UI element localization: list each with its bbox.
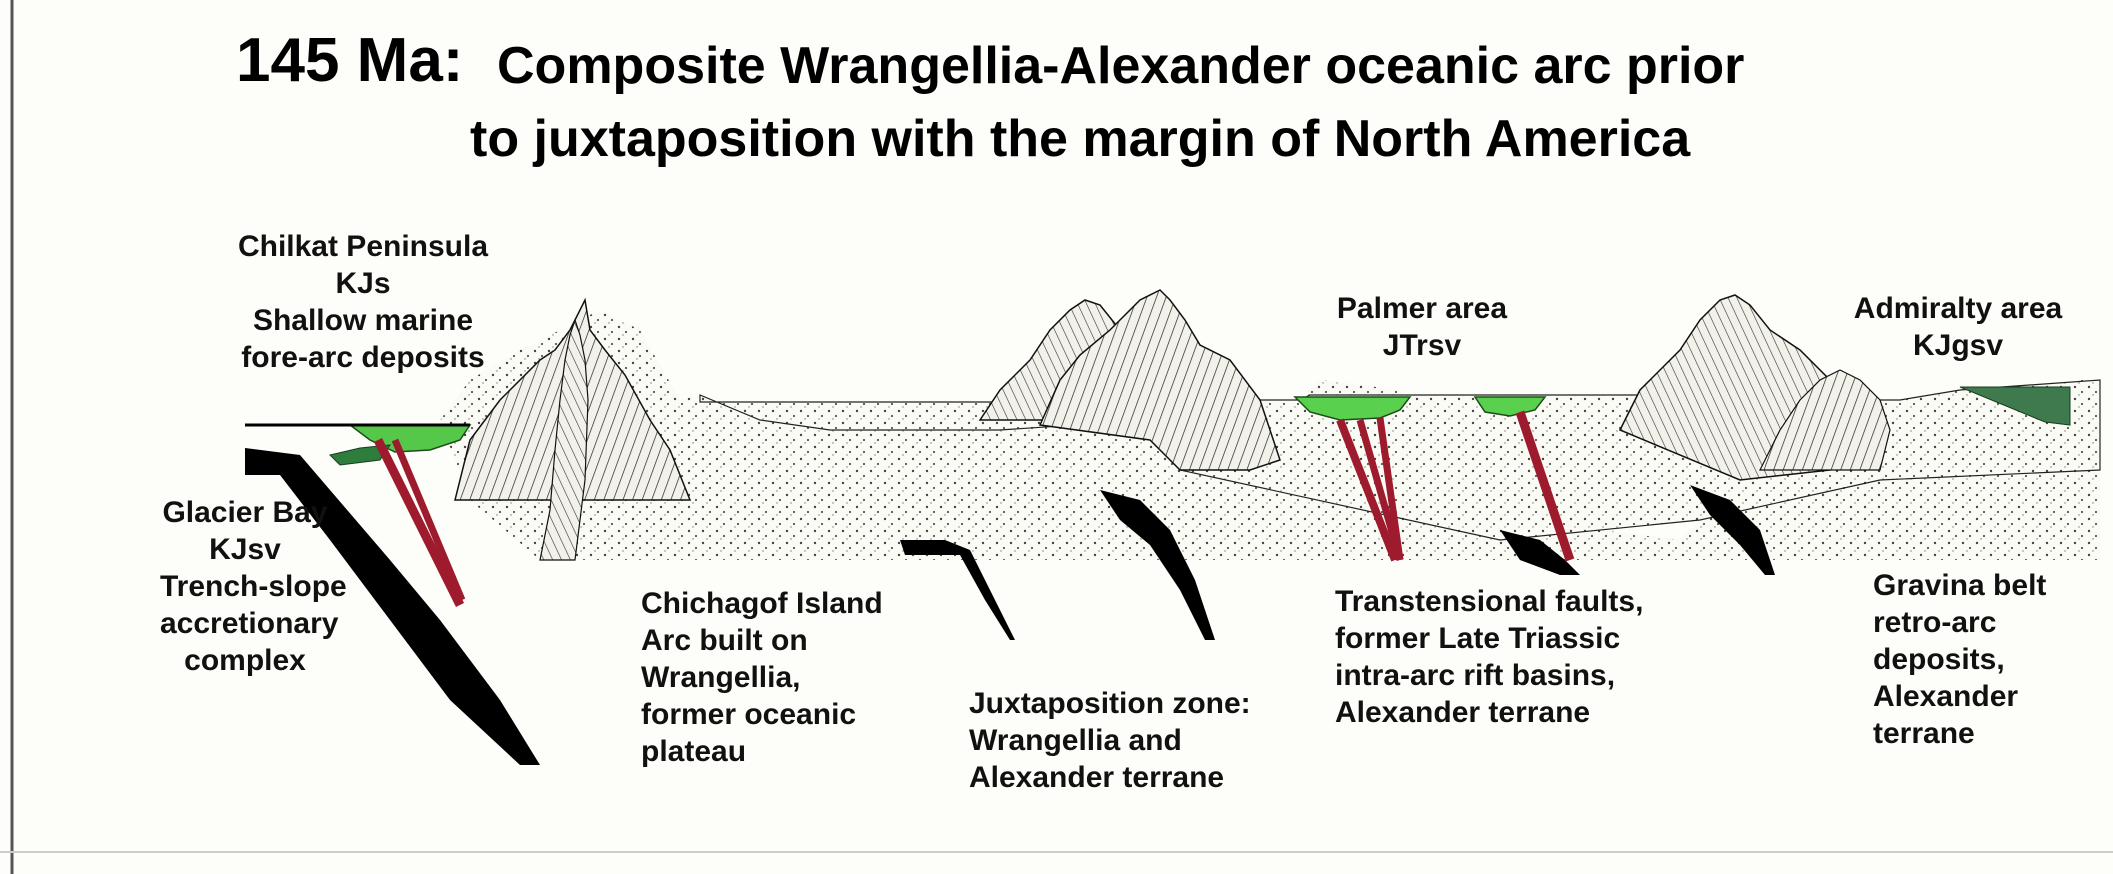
label-gravina-line: Gravina belt [1873,567,2046,604]
label-chilkat: Chilkat Peninsula KJs Shallow marine for… [228,228,498,376]
label-juxtaposition-line: Alexander terrane [969,759,1251,796]
label-chilkat-line: Shallow marine [228,302,498,339]
label-juxtaposition-line: Wrangellia and [969,722,1251,759]
label-transtensional: Transtensional faults, former Late Trias… [1335,583,1643,731]
label-palmer: Palmer area JTrsv [1312,290,1532,364]
title-age: 145 Ma: [236,30,463,92]
label-juxtaposition-line: Juxtaposition zone: [969,685,1251,722]
label-glacier-bay-line: Trench-slope [160,568,330,605]
label-juxtaposition: Juxtaposition zone: Wrangellia and Alexa… [969,685,1251,796]
label-chilkat-line: Chilkat Peninsula [228,228,498,265]
label-transtensional-line: Transtensional faults, [1335,583,1643,620]
label-gravina-line: retro-arc [1873,604,2046,641]
label-chichagof-line: plateau [641,733,883,770]
label-chichagof-line: Chichagof Island [641,585,883,622]
label-transtensional-line: intra-arc rift basins, [1335,657,1643,694]
label-glacier-bay-line: KJsv [160,531,330,568]
label-gravina-line: deposits, [1873,641,2046,678]
label-chilkat-line: KJs [228,265,498,302]
title-line-1: Composite Wrangellia-Alexander oceanic a… [497,40,1744,92]
title-line-2: to juxtaposition with the margin of Nort… [470,113,1690,165]
label-glacier-bay: Glacier Bay KJsv Trench-slope accretiona… [160,494,330,679]
label-glacier-bay-line: Glacier Bay [160,494,330,531]
label-admiralty-line: KJgsv [1838,327,2078,364]
label-transtensional-line: Alexander terrane [1335,694,1643,731]
label-gravina: Gravina belt retro-arc deposits, Alexand… [1873,567,2046,752]
label-palmer-line: Palmer area [1312,290,1532,327]
label-admiralty: Admiralty area KJgsv [1838,290,2078,364]
label-palmer-line: JTrsv [1312,327,1532,364]
label-transtensional-line: former Late Triassic [1335,620,1643,657]
label-admiralty-line: Admiralty area [1838,290,2078,327]
label-chichagof-line: former oceanic [641,696,883,733]
label-glacier-bay-line: accretionary [160,605,330,642]
label-gravina-line: Alexander [1873,678,2046,715]
label-glacier-bay-line: complex [160,642,330,679]
label-chichagof-line: Arc built on [641,622,883,659]
label-gravina-line: terrane [1873,715,2046,752]
label-chichagof: Chichagof Island Arc built on Wrangellia… [641,585,883,770]
label-chichagof-line: Wrangellia, [641,659,883,696]
label-chilkat-line: fore-arc deposits [228,339,498,376]
